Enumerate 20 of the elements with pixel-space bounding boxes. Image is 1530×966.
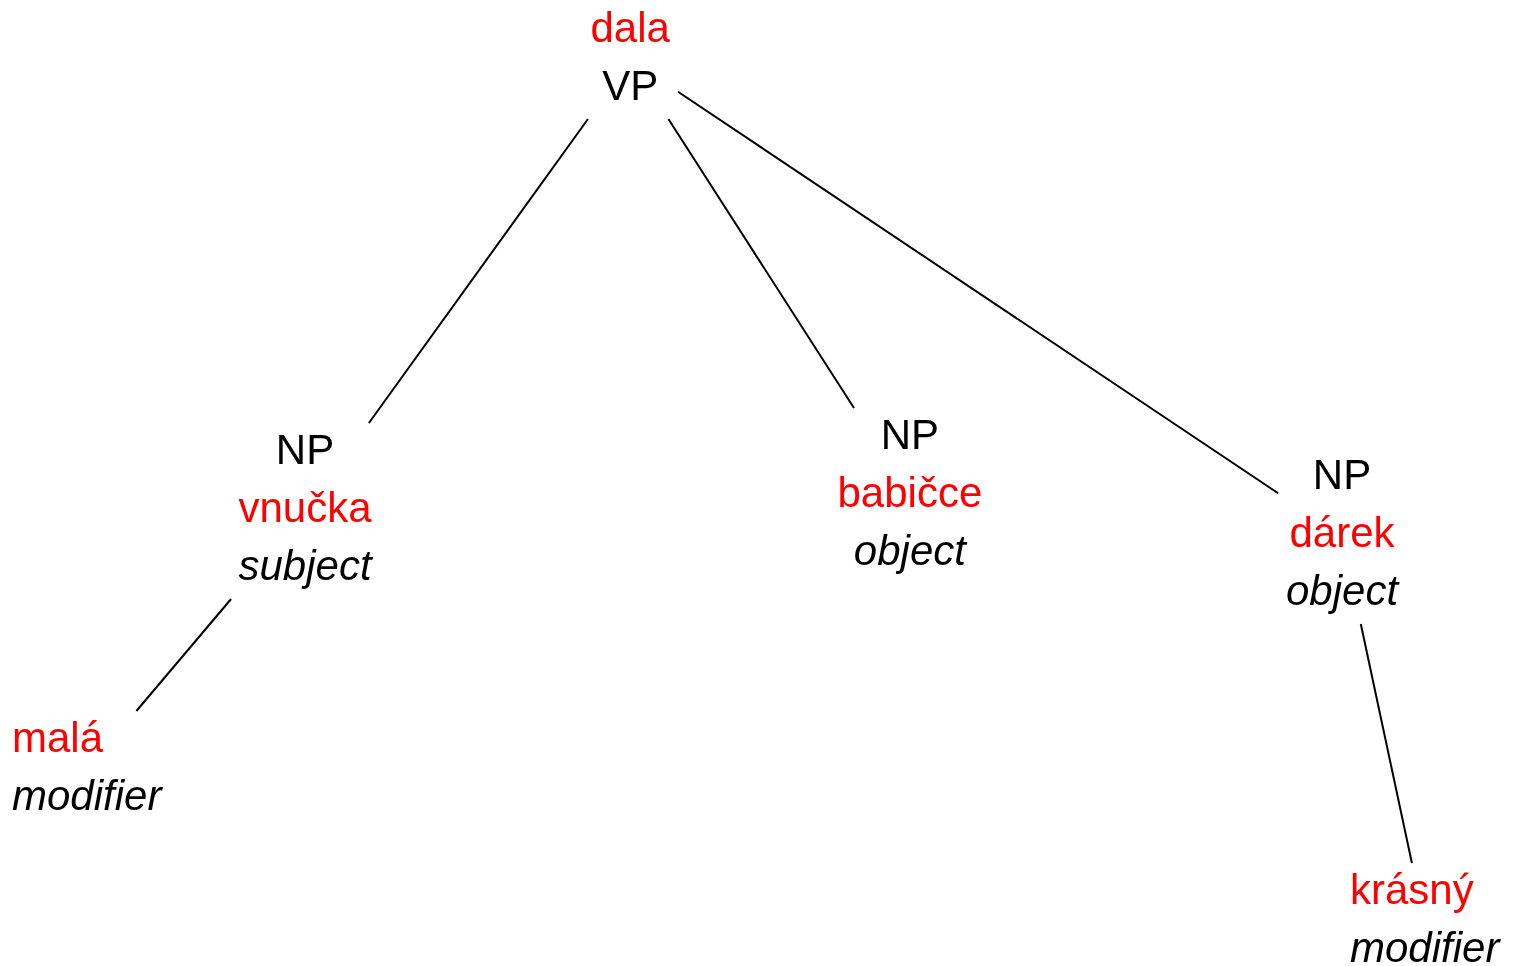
- tree-branch-line: [367, 118, 589, 424]
- word-label: krásný: [1350, 865, 1474, 915]
- phrase-category-label: NP: [880, 410, 940, 460]
- phrase-category-label: NP: [275, 425, 335, 475]
- word-label: malá: [12, 713, 104, 763]
- word-label: vnučka: [238, 483, 372, 533]
- grammatical-role-label: object: [853, 526, 966, 576]
- grammatical-role-label: modifier: [12, 771, 162, 821]
- phrase-category-label: NP: [1312, 450, 1372, 500]
- word-label: dala: [590, 3, 670, 53]
- grammatical-role-label: modifier: [1350, 923, 1500, 966]
- word-label: babičce: [837, 468, 983, 518]
- grammatical-role-label: object: [1286, 566, 1399, 616]
- tree-branch-line: [677, 90, 1279, 495]
- word-label: dárek: [1289, 508, 1395, 558]
- tree-branch-line: [135, 598, 233, 712]
- phrase-category-label: VP: [602, 61, 659, 111]
- tree-branch-line: [667, 118, 855, 409]
- tree-branch-line: [1359, 623, 1413, 864]
- grammatical-role-label: subject: [238, 541, 372, 591]
